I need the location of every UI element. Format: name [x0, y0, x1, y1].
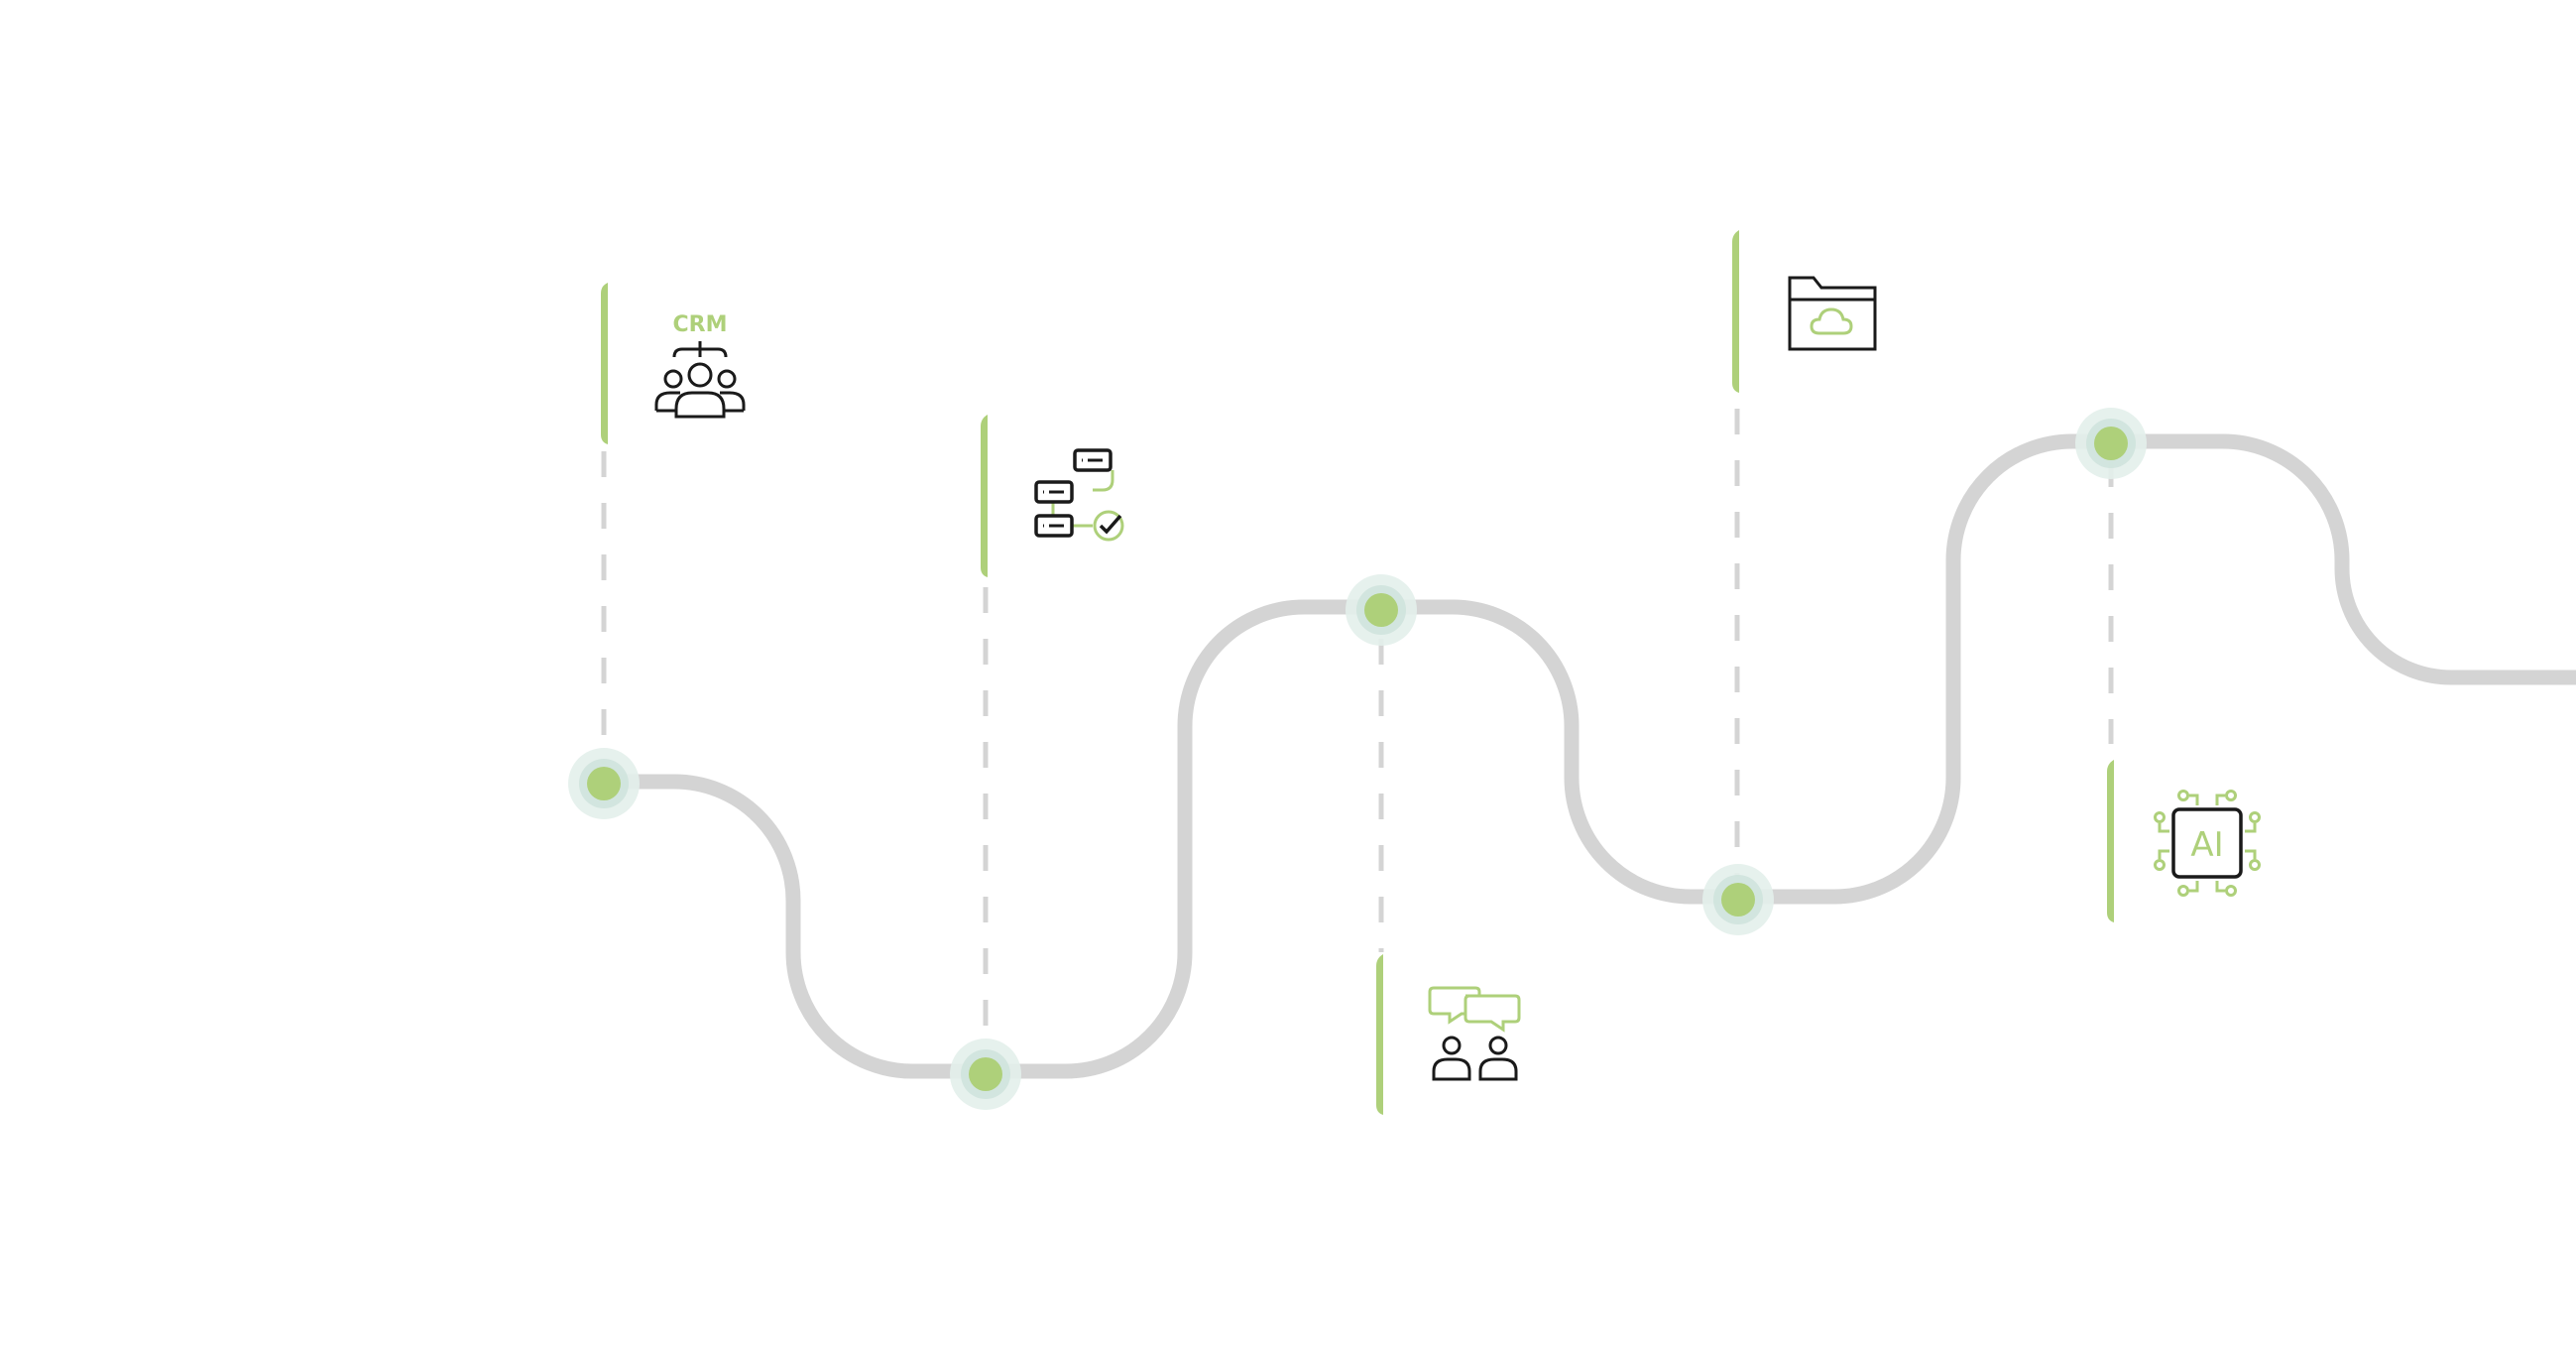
roadmap-path — [602, 433, 2576, 1079]
accent-bar — [1732, 230, 1739, 393]
milestone-5: AI — [2075, 408, 2261, 922]
ai-label: AI — [2190, 825, 2223, 865]
workflow-approval-icon — [1034, 448, 1124, 542]
team-chat-icon — [1428, 986, 1521, 1081]
accent-bar — [981, 415, 988, 577]
cloud-folder-icon — [1788, 276, 1877, 351]
ai-chip-icon: AI — [2154, 790, 2261, 897]
milestone-node[interactable] — [969, 1057, 1002, 1091]
milestone-node[interactable] — [2094, 427, 2128, 460]
crm-label: CRM — [673, 312, 728, 337]
accent-bar — [601, 283, 608, 444]
crm-team-icon: CRM — [654, 312, 746, 419]
milestone-4 — [1702, 230, 1877, 935]
milestone-2 — [950, 415, 1124, 1110]
milestone-1: CRM — [568, 283, 746, 819]
accent-bar — [1376, 954, 1383, 1115]
milestone-node[interactable] — [1721, 883, 1755, 917]
milestone-node[interactable] — [587, 767, 621, 800]
accent-bar — [2107, 760, 2114, 922]
milestone-3 — [1346, 574, 1521, 1115]
milestone-node[interactable] — [1364, 593, 1398, 627]
